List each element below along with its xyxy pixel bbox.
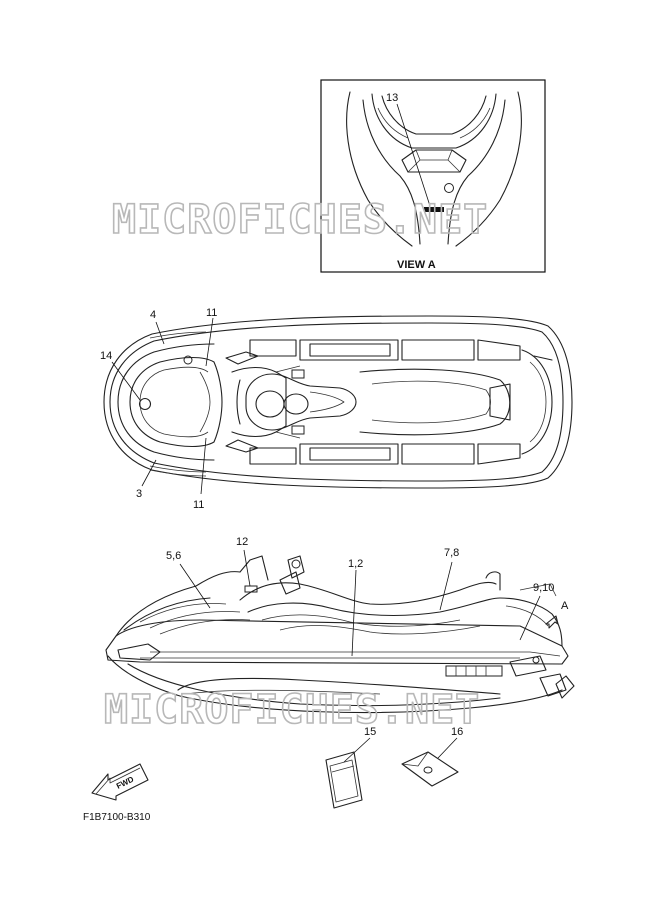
part-label-15: 15 [364, 726, 376, 738]
view-a-label: VIEW A [397, 259, 436, 271]
top-view-watercraft: 4 11 14 3 11 [100, 307, 573, 511]
view-a-inset: 13 VIEW A [320, 79, 546, 273]
part-label-12: 12 [236, 536, 248, 548]
view-a-arrow-icon [545, 615, 559, 629]
part-label-9-10: 9,10 [533, 582, 554, 594]
watermark-top: MICROFICHES.NET [112, 197, 488, 243]
part-label-1-2: 1,2 [348, 558, 363, 570]
decal-13 [424, 207, 444, 212]
part-label-7-8: 7,8 [444, 547, 459, 559]
view-a-marker: A [561, 600, 569, 612]
fwd-arrow-icon: FWD [91, 763, 149, 801]
part-label-5-6: 5,6 [166, 550, 181, 562]
part-label-14: 14 [100, 350, 112, 362]
diagram-code: F1B7100-B310 [83, 812, 151, 823]
watermark-bottom: MICROFICHES.NET [104, 687, 480, 733]
part-label-16: 16 [451, 726, 463, 738]
part-15-decal-sheet: 15 [325, 726, 376, 809]
part-label-13: 13 [386, 92, 398, 104]
part-label-4: 4 [150, 309, 156, 321]
side-view-watercraft: 5,6 12 1,2 7,8 9,10 A [105, 536, 575, 713]
part-label-11-bottom: 11 [193, 499, 204, 511]
part-label-3: 3 [136, 488, 142, 500]
part-label-11-top: 11 [206, 307, 217, 319]
part-16-key-pouch: 16 [401, 726, 463, 787]
